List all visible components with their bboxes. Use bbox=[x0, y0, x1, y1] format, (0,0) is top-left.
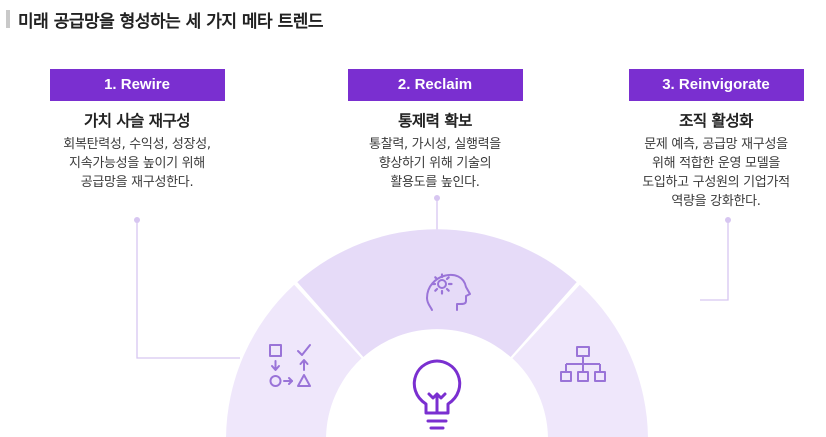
trend-badge-rewire: 1. Rewire bbox=[49, 69, 225, 101]
connector-reinvigorate bbox=[700, 220, 729, 301]
trend-heading-reinvigorate: 조직 활성화 bbox=[679, 112, 753, 130]
process-flow-icon bbox=[269, 344, 311, 387]
connector-rewire bbox=[136, 220, 240, 359]
trend-badge-reinvigorate: 3. Reinvigorate bbox=[628, 69, 804, 101]
trend-reinvigorate: 3. Reinvigorate 조직 활성화 문제 예측, 공급망 재구성을 위… bbox=[621, 69, 811, 211]
head-gear-icon bbox=[426, 273, 471, 311]
trend-heading-reclaim: 통제력 확보 bbox=[398, 112, 472, 130]
org-chart-icon bbox=[560, 346, 606, 382]
connector-dot-rewire bbox=[134, 217, 140, 223]
trend-description-rewire: 회복탄력성, 수익성, 성장성, 지속가능성을 높이기 위해 공급망을 재구성한… bbox=[63, 137, 211, 190]
title-accent-bar bbox=[6, 10, 10, 28]
connector-dot-reclaim bbox=[434, 195, 440, 201]
segment-reclaim bbox=[297, 229, 577, 357]
connector-dot-reinvigorate bbox=[725, 217, 731, 223]
trend-rewire: 1. Rewire 가치 사슬 재구성 회복탄력성, 수익성, 성장성, 지속가… bbox=[42, 69, 232, 192]
lightbulb-icon bbox=[412, 359, 462, 430]
segment-rewire bbox=[226, 284, 362, 437]
trend-reclaim: 2. Reclaim 통제력 확보 통찰력, 가시성, 실행력을 향상하기 위해… bbox=[340, 69, 530, 192]
segment-reinvigorate bbox=[512, 284, 648, 437]
trend-badge-reclaim: 2. Reclaim bbox=[347, 69, 523, 101]
trend-description-reclaim: 통찰력, 가시성, 실행력을 향상하기 위해 기술의 활용도를 높인다. bbox=[369, 137, 501, 190]
trend-description-reinvigorate: 문제 예측, 공급망 재구성을 위해 적합한 운영 모델을 도입하고 구성원의 … bbox=[642, 137, 790, 209]
trend-heading-rewire: 가치 사슬 재구성 bbox=[83, 112, 191, 130]
page-title: 미래 공급망을 형성하는 세 가지 메타 트렌드 bbox=[18, 12, 324, 32]
